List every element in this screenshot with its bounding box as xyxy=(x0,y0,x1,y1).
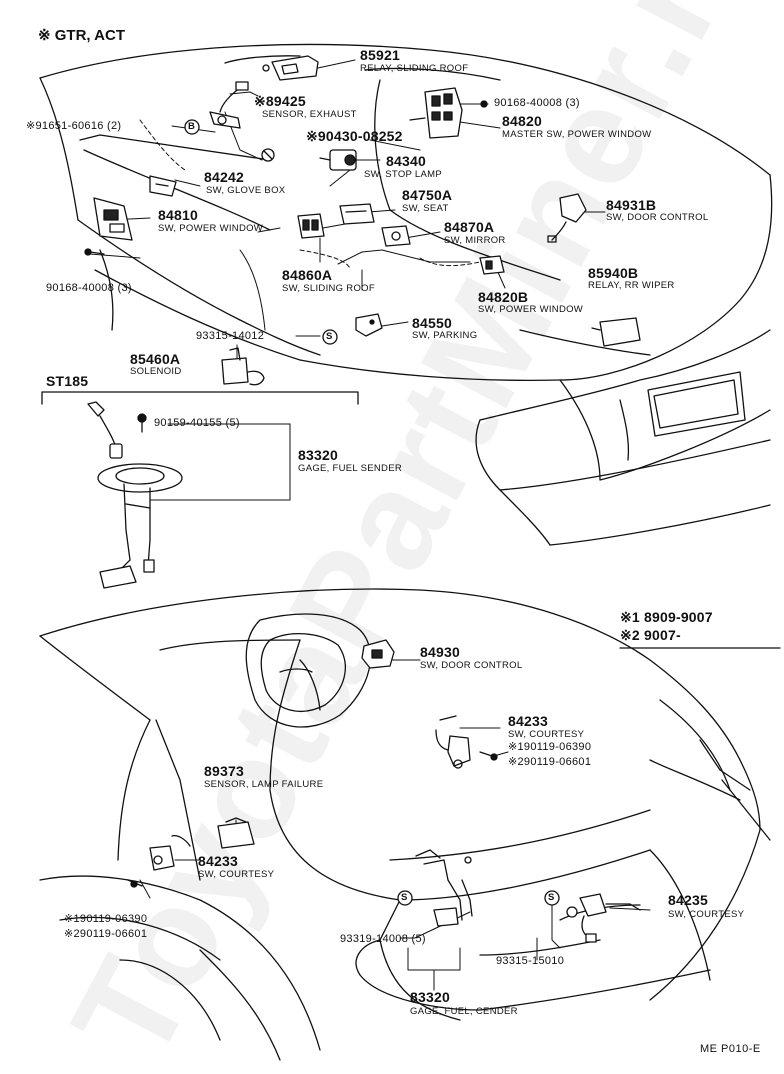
part-number-190119-upper: ※190119-06390 xyxy=(508,741,592,753)
part-desc-84233-left: SW, COURTESY xyxy=(198,869,275,880)
part-desc-84242: SW, GLOVE BOX xyxy=(206,185,286,196)
part-desc-84810: SW, POWER WINDOW xyxy=(158,223,264,234)
power-window-switch-right-shape xyxy=(479,255,505,275)
solenoid-shape xyxy=(221,347,265,386)
fuel-sender-bracket xyxy=(149,423,291,501)
part-number-85921: 85921 xyxy=(360,47,400,63)
part-number-90168-left: 90168-40008 (3) xyxy=(46,282,132,294)
part-number-93319: 93319-14008 (5) xyxy=(340,933,426,945)
lamp-failure-sensor-shape xyxy=(217,817,255,849)
part-desc-84931B: SW, DOOR CONTROL xyxy=(606,212,709,223)
part-number-84860A: 84860A xyxy=(282,267,333,283)
part-number-91651: ※91651-60616 (2) xyxy=(26,120,122,132)
b-marker-symbol: B xyxy=(188,121,196,132)
part-number-84235: 84235 xyxy=(668,892,708,908)
part-desc-89425: SENSOR, EXHAUST xyxy=(262,109,357,120)
s-marker-symbol: S xyxy=(401,892,408,903)
st185-bracket xyxy=(41,391,359,405)
part-desc-85460A: SOLENOID xyxy=(130,366,182,377)
variant-label-st185: ST185 xyxy=(46,373,89,389)
part-number-89425: ※89425 xyxy=(254,93,306,109)
part-number-90430: ※90430-08252 xyxy=(306,128,403,144)
variant-label-gtr-act: ※ GTR, ACT xyxy=(38,27,126,44)
parking-switch-shape xyxy=(355,313,383,337)
glove-box-switch-shape xyxy=(149,175,177,197)
part-number-84930: 84930 xyxy=(420,644,460,660)
part-desc-85940B: RELAY, RR WIPER xyxy=(588,280,675,291)
top-leader-lines xyxy=(89,59,626,363)
part-desc-84233-upper: SW, COURTESY xyxy=(508,729,585,740)
part-number-84870A: 84870A xyxy=(444,219,495,235)
part-desc-84340: SW, STOP LAMP xyxy=(364,169,442,180)
seat-switch-shape xyxy=(339,203,375,225)
part-number-83320-bottom: 83320 xyxy=(410,989,450,1005)
part-desc-83320-bottom: GAGE, FUEL, CENDER xyxy=(410,1006,518,1017)
part-number-84820B: 84820B xyxy=(478,289,529,305)
part-desc-84820: MASTER SW, POWER WINDOW xyxy=(502,129,652,140)
fuel-gage-bottom-shape xyxy=(415,849,473,927)
part-number-290119-upper: ※290119-06601 xyxy=(508,756,592,768)
fuel-sender-gauge-shape xyxy=(87,401,183,589)
legend-note-2: ※2 9007- xyxy=(620,627,681,643)
door-control-switch-top-shape xyxy=(547,193,587,243)
master-power-window-switch-shape xyxy=(409,87,488,139)
relay-sliding-roof-shape xyxy=(262,55,319,81)
s-marker-symbol: S xyxy=(326,331,333,342)
part-number-93315-bottom: 93315-15010 xyxy=(496,955,565,967)
part-number-84233-upper: 84233 xyxy=(508,713,548,729)
courtesy-switch-upper-shape xyxy=(435,715,498,769)
bottom-car-body-outline xyxy=(39,588,771,1061)
power-window-switch-left-shape xyxy=(84,197,133,256)
part-number-89373: 89373 xyxy=(204,763,244,779)
part-number-84810: 84810 xyxy=(158,207,198,223)
part-desc-85921: RELAY, SLIDING ROOF xyxy=(360,63,469,74)
part-number-84242: 84242 xyxy=(204,169,244,185)
courtesy-switch-left-shape xyxy=(127,834,191,888)
part-number-93315-top: 93315-14012 xyxy=(196,330,265,342)
s-marker-symbol: S xyxy=(548,892,555,903)
part-desc-84235: SW, COURTESY xyxy=(668,909,745,920)
part-number-84750A: 84750A xyxy=(402,187,453,203)
part-number-84820: 84820 xyxy=(502,113,542,129)
bottom-marker-circles xyxy=(397,890,560,906)
courtesy-switch-right-shape xyxy=(566,893,641,943)
part-desc-83320-top: GAGE, FUEL SENDER xyxy=(298,463,402,474)
part-number-84233-left: 84233 xyxy=(198,853,238,869)
part-desc-84550: SW, PARKING xyxy=(412,330,478,341)
part-number-83320-top: 83320 xyxy=(298,447,338,463)
mirror-switch-shape xyxy=(381,225,411,247)
part-desc-84930: SW, DOOR CONTROL xyxy=(420,660,523,671)
part-number-84340: 84340 xyxy=(386,153,426,169)
sliding-roof-switch-shape xyxy=(297,213,325,239)
part-desc-84750A: SW, SEAT xyxy=(402,203,449,214)
part-number-84550: 84550 xyxy=(412,315,452,331)
exhaust-sensor-shape xyxy=(209,81,249,129)
part-number-85940B: 85940B xyxy=(588,265,639,281)
rr-wiper-relay-shape xyxy=(591,317,641,347)
part-desc-89373: SENSOR, LAMP FAILURE xyxy=(204,779,324,790)
part-number-290119-left: ※290119-06601 xyxy=(64,928,148,940)
page-code: ME P010-E xyxy=(700,1043,761,1055)
legend-note-1: ※1 8909-9007 xyxy=(620,609,713,625)
part-number-90159: 90159-40155 (5) xyxy=(154,417,240,429)
part-desc-84860A: SW, SLIDING ROOF xyxy=(282,283,375,294)
part-number-85460A: 85460A xyxy=(130,351,181,367)
top-car-body-outline xyxy=(39,43,773,546)
part-desc-84820B: SW, POWER WINDOW xyxy=(478,304,584,315)
part-desc-84870A: SW, MIRROR xyxy=(444,235,506,246)
part-number-90168-top: 90168-40008 (3) xyxy=(494,97,580,109)
stop-lamp-switch-shape xyxy=(261,148,357,171)
door-control-switch-bottom-shape xyxy=(361,639,395,669)
part-number-84931B: 84931B xyxy=(606,197,657,213)
top-marker-circles xyxy=(184,119,338,345)
part-number-190119-left: ※190119-06390 xyxy=(64,913,148,925)
